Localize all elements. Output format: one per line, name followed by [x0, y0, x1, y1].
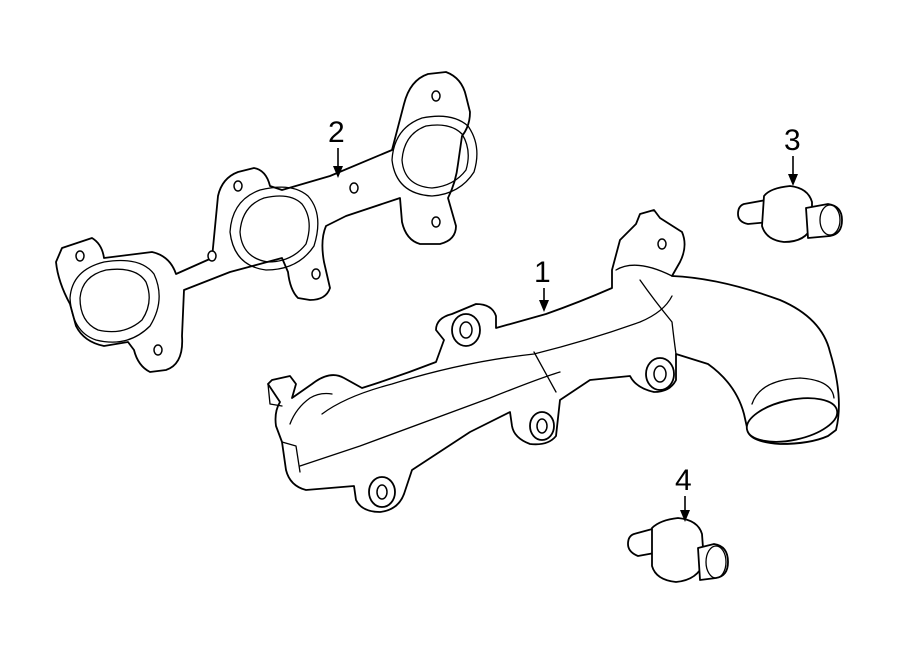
callout-4: 4 — [675, 464, 692, 522]
callout-3-arrowhead — [788, 174, 798, 186]
callout-3: 3 — [784, 124, 801, 186]
callout-2: 2 — [328, 116, 345, 178]
callout-4-label: 4 — [675, 464, 692, 497]
callout-1-arrowhead — [539, 300, 549, 312]
stud-lower — [627, 517, 729, 583]
callout-2-label: 2 — [328, 116, 345, 149]
callout-4-arrowhead — [680, 510, 690, 522]
exhaust-manifold-gasket — [55, 71, 478, 373]
callout-1-label: 1 — [534, 256, 551, 289]
stud-upper — [737, 185, 843, 243]
callout-1: 1 — [534, 256, 551, 312]
callout-2-arrowhead — [333, 166, 343, 178]
callout-3-label: 3 — [784, 124, 801, 157]
exhaust-manifold — [267, 209, 840, 513]
